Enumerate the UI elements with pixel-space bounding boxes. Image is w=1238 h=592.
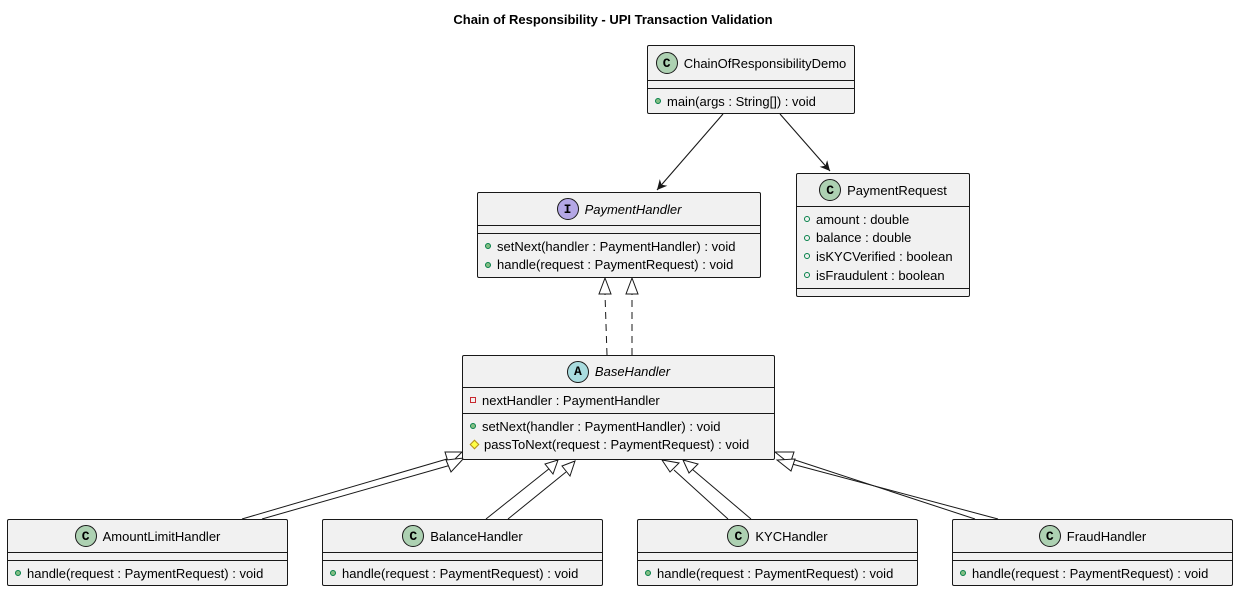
field-signature: isKYCVerified : boolean	[816, 248, 953, 264]
class-header: C KYCHandler	[638, 520, 917, 553]
fields-section	[478, 226, 760, 234]
method-row: main(args : String[]) : void	[655, 92, 854, 111]
association-demo-to-paymenthandler	[656, 113, 724, 191]
fields-section	[638, 553, 917, 561]
method-signature: passToNext(request : PaymentRequest) : v…	[484, 437, 750, 453]
method-signature: handle(request : PaymentRequest) : void	[27, 565, 264, 581]
public-method-icon	[470, 423, 476, 430]
public-field-icon	[804, 272, 810, 279]
public-method-icon	[645, 570, 651, 577]
class-stereotype-icon: C	[1038, 525, 1061, 547]
fields-section	[648, 81, 854, 89]
class-header: A BaseHandler	[463, 356, 774, 388]
inheritance-fraud-to-basehandler	[773, 451, 999, 520]
method-signature: setNext(handler : PaymentHandler) : void	[482, 418, 721, 434]
class-name: PaymentRequest	[847, 182, 947, 198]
method-signature: handle(request : PaymentRequest) : void	[342, 565, 579, 581]
method-signature: handle(request : PaymentRequest) : void	[972, 565, 1209, 581]
method-signature: handle(request : PaymentRequest) : void	[497, 257, 734, 273]
public-method-icon	[655, 98, 661, 105]
class-stereotype-icon: C	[655, 52, 678, 74]
fields-section	[323, 553, 602, 561]
class-header: C FraudHandler	[953, 520, 1232, 553]
field-signature: nextHandler : PaymentHandler	[482, 392, 660, 408]
class-box-chainofresponsibilitydemo[interactable]: C ChainOfResponsibilityDemo main(args : …	[647, 45, 855, 114]
field-row: balance : double	[804, 229, 969, 248]
protected-method-icon	[469, 439, 480, 450]
public-field-icon	[804, 216, 810, 223]
interface-name: PaymentHandler	[584, 201, 682, 217]
class-stereotype-icon: C	[727, 525, 750, 547]
field-row: nextHandler : PaymentHandler	[470, 391, 774, 410]
method-row: handle(request : PaymentRequest) : void	[330, 564, 602, 583]
method-row: handle(request : PaymentRequest) : void	[645, 564, 917, 583]
class-header: C AmountLimitHandler	[8, 520, 287, 553]
field-row: isFraudulent : boolean	[804, 266, 969, 285]
class-header: C ChainOfResponsibilityDemo	[648, 46, 854, 81]
abstract-class-box-basehandler[interactable]: A BaseHandler nextHandler : PaymentHandl…	[462, 355, 775, 460]
fields-section: amount : double balance : double isKYCVe…	[797, 207, 969, 289]
fields-section	[8, 553, 287, 561]
field-signature: balance : double	[816, 230, 912, 246]
inheritance-amountlimit-to-basehandler	[241, 451, 466, 520]
class-header: I PaymentHandler	[478, 193, 760, 226]
method-row: handle(request : PaymentRequest) : void	[15, 564, 287, 583]
methods-section: handle(request : PaymentRequest) : void	[953, 561, 1232, 585]
field-signature: isFraudulent : boolean	[816, 267, 945, 283]
interface-stereotype-icon: I	[556, 198, 579, 220]
methods-section: main(args : String[]) : void	[648, 89, 854, 113]
public-field-icon	[804, 253, 810, 260]
class-name: AmountLimitHandler	[102, 528, 221, 544]
method-row: handle(request : PaymentRequest) : void	[485, 256, 760, 275]
public-method-icon	[330, 570, 336, 577]
fields-section: nextHandler : PaymentHandler	[463, 388, 774, 414]
methods-section: handle(request : PaymentRequest) : void	[638, 561, 917, 585]
public-field-icon	[804, 234, 810, 241]
class-box-fraudhandler[interactable]: C FraudHandler handle(request : PaymentR…	[952, 519, 1233, 586]
class-name: BalanceHandler	[430, 528, 523, 544]
class-name: KYCHandler	[755, 528, 828, 544]
field-row: isKYCVerified : boolean	[804, 247, 969, 266]
class-box-balancehandler[interactable]: C BalanceHandler handle(request : Paymen…	[322, 519, 603, 586]
private-field-icon	[470, 397, 476, 404]
public-method-icon	[485, 261, 491, 268]
inheritance-balance-to-basehandler	[485, 459, 576, 520]
inheritance-kyc-to-basehandler	[660, 459, 752, 520]
public-method-icon	[15, 570, 21, 577]
methods-section: handle(request : PaymentRequest) : void	[8, 561, 287, 585]
method-row: setNext(handler : PaymentHandler) : void	[470, 417, 774, 436]
class-box-amountlimithandler[interactable]: C AmountLimitHandler handle(request : Pa…	[7, 519, 288, 586]
fields-section	[953, 553, 1232, 561]
methods-section: setNext(handler : PaymentHandler) : void…	[463, 414, 774, 456]
public-method-icon	[485, 243, 491, 250]
interface-box-paymenthandler[interactable]: I PaymentHandler setNext(handler : Payme…	[477, 192, 761, 278]
class-name: ChainOfResponsibilityDemo	[683, 55, 847, 71]
class-stereotype-icon: C	[819, 179, 842, 201]
class-header: C BalanceHandler	[323, 520, 602, 553]
realization-basehandler-to-paymenthandler	[598, 276, 639, 356]
class-box-kychandler[interactable]: C KYCHandler handle(request : PaymentReq…	[637, 519, 918, 586]
method-row: passToNext(request : PaymentRequest) : v…	[469, 436, 774, 455]
method-row: handle(request : PaymentRequest) : void	[960, 564, 1232, 583]
diagram-title: Chain of Responsibility - UPI Transactio…	[453, 12, 773, 27]
class-box-paymentrequest[interactable]: C PaymentRequest amount : double balance…	[796, 173, 970, 297]
class-stereotype-icon: C	[74, 525, 97, 547]
class-header: C PaymentRequest	[797, 174, 969, 207]
method-signature: setNext(handler : PaymentHandler) : void	[497, 238, 736, 254]
methods-section: setNext(handler : PaymentHandler) : void…	[478, 234, 760, 276]
field-signature: amount : double	[816, 211, 910, 227]
methods-section: handle(request : PaymentRequest) : void	[323, 561, 602, 585]
class-stereotype-icon: C	[402, 525, 425, 547]
method-signature: main(args : String[]) : void	[667, 93, 816, 109]
abstract-stereotype-icon: A	[566, 360, 589, 383]
class-name: BaseHandler	[594, 364, 671, 379]
field-row: amount : double	[804, 210, 969, 229]
public-method-icon	[960, 570, 966, 577]
method-signature: handle(request : PaymentRequest) : void	[657, 565, 894, 581]
association-demo-to-paymentrequest	[779, 113, 831, 172]
method-row: setNext(handler : PaymentHandler) : void	[485, 237, 760, 256]
class-name: FraudHandler	[1066, 528, 1147, 544]
